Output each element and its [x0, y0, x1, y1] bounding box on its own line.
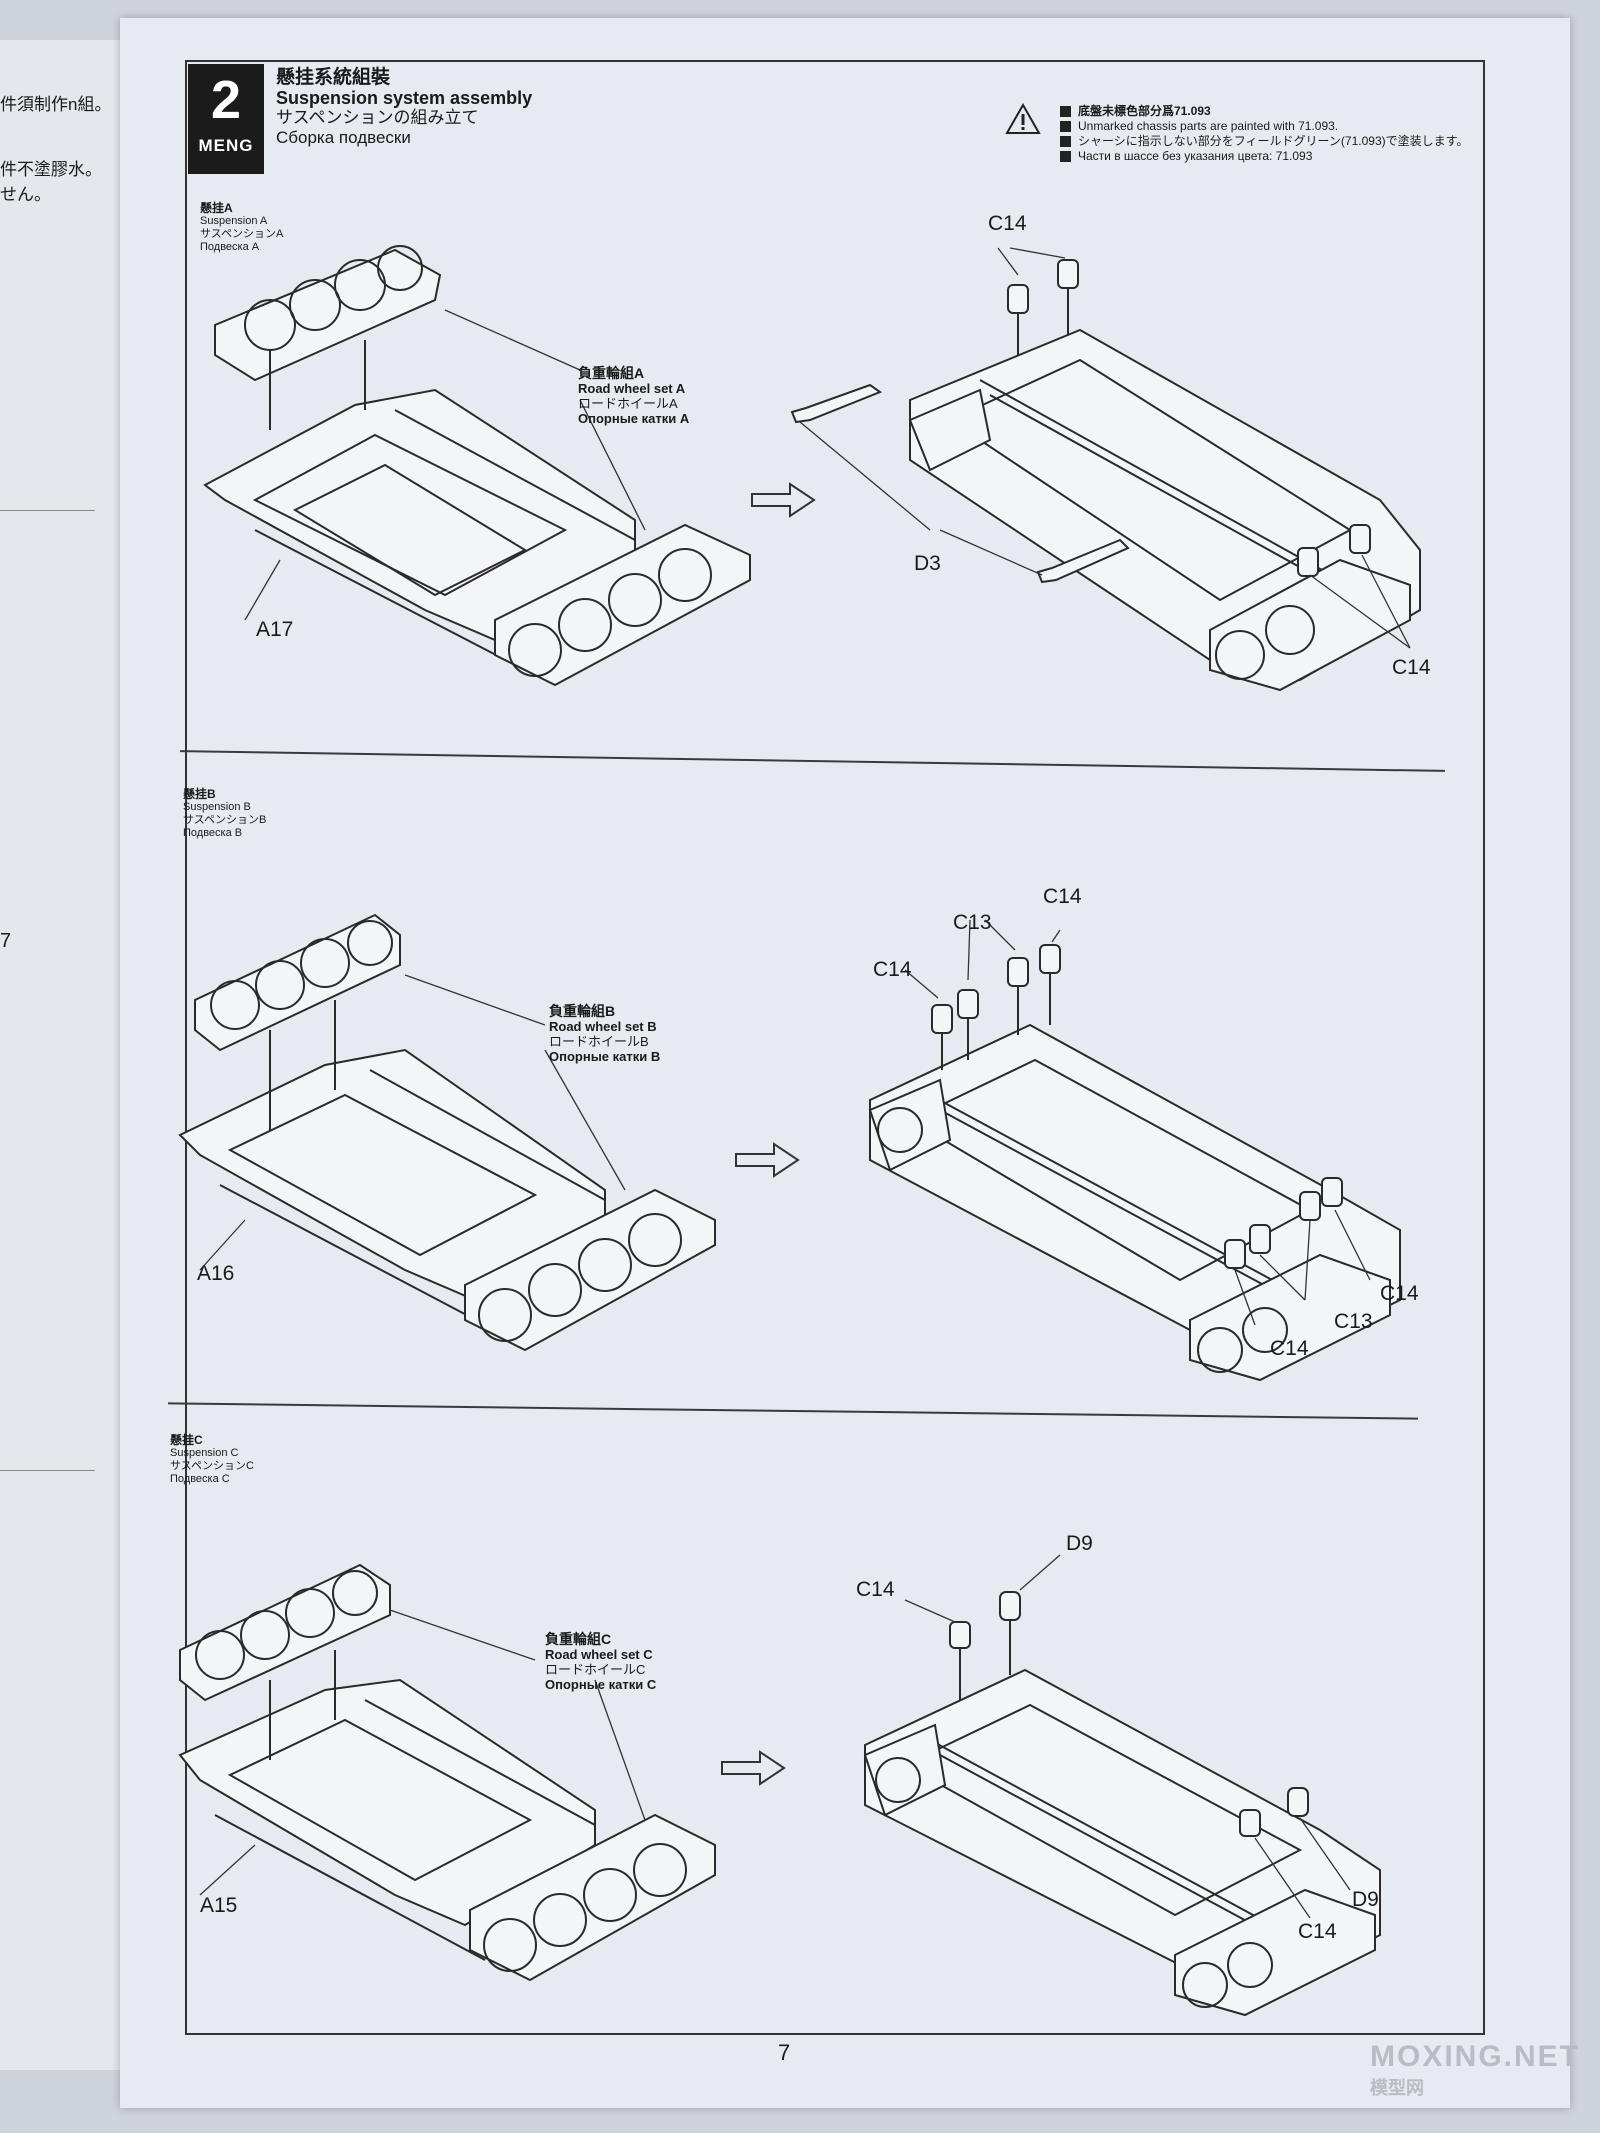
- arrow-icon: [721, 1750, 786, 1786]
- left-page-line-2: 件不塗膠水。: [0, 160, 102, 179]
- part-callout-d3: D3: [914, 552, 941, 575]
- page-number: 7: [778, 2040, 791, 2065]
- part-callout-a16: A16: [197, 1262, 235, 1285]
- part-callout-c13: C13: [1334, 1310, 1373, 1333]
- chassis-drawing-c-assembled: [863, 1554, 1381, 2017]
- left-page-rule: [0, 510, 95, 511]
- left-page-number-fragment: 7: [0, 930, 12, 952]
- chassis-drawing-a-assembled: [790, 247, 1421, 692]
- step-title: 懸挂系統組裝 Suspension system assembly サスペンショ…: [276, 68, 532, 148]
- title-chinese: 懸挂系統組裝: [276, 67, 391, 88]
- chassis-drawing-c: [178, 1563, 716, 1982]
- subassembly-label-b: 負重輪組B Road wheel set B ロードホイールB Опорные …: [549, 1003, 661, 1065]
- arrow-icon: [751, 482, 816, 518]
- title-english: Suspension system assembly: [276, 88, 533, 108]
- part-callout-d9: D9: [1352, 1888, 1379, 1911]
- title-russian: Сборка подвески: [276, 128, 411, 147]
- warning-icon: [1005, 103, 1041, 134]
- road-wheel-set-a-top: [214, 245, 442, 382]
- part-callout-a17: A17: [256, 618, 294, 641]
- subassembly-label-a: 負重輪組A Road wheel set A ロードホイールA Опорные …: [578, 365, 690, 427]
- part-callout-c14: C14: [856, 1578, 895, 1601]
- part-callout-d9: D9: [1066, 1532, 1093, 1555]
- part-callout-c14: C14: [873, 958, 912, 981]
- page-frame: [185, 60, 1485, 2035]
- left-page-line-3: せん。: [0, 185, 51, 204]
- subassembly-label-c: 負重輪組C Road wheel set C ロードホイールC Опорные …: [545, 1631, 657, 1693]
- paint-note-en: Unmarked chassis parts are painted with …: [1060, 119, 1468, 134]
- title-japanese: サスペンションの組み立て: [276, 108, 479, 127]
- part-d3: [790, 383, 1130, 584]
- arrow-icon: [735, 1142, 800, 1178]
- watermark-text: MOXING.NET: [1370, 2040, 1581, 2073]
- section-label-c: 懸挂C Suspension C サスペンションC Подвеска C: [170, 1433, 254, 1486]
- step-badge: 2 MENG: [188, 64, 264, 174]
- part-c14-d9: [949, 1591, 1309, 1837]
- brand-logo: MENG: [198, 136, 254, 155]
- road-wheel-set-a-bottom: [494, 523, 751, 687]
- paint-note-ru: Части в шассе без указания цвета: 71.093: [1060, 149, 1468, 164]
- part-callout-c14: C14: [1043, 885, 1082, 908]
- chassis-drawing-b: [178, 913, 716, 1352]
- left-page-line-1: 件須制作n組。: [0, 95, 112, 114]
- watermark-subtext: 模型网: [1370, 2078, 1424, 2098]
- section-label-b: 懸挂B Suspension B サスペンションB Подвеска B: [183, 787, 267, 840]
- paint-note: 底盤未標色部分爲71.093 Unmarked chassis parts ar…: [1060, 104, 1468, 164]
- chassis-drawing-a: [203, 245, 751, 687]
- chassis-drawing-b-assembled: [868, 919, 1401, 1382]
- part-c13-c14: [931, 944, 1343, 1269]
- part-callout-c14: C14: [1392, 656, 1431, 679]
- part-callout-c14: C14: [1380, 1282, 1419, 1305]
- paint-note-jp: シャーシに指示しない部分をフィールドグリーン(71.093)で塗装します。: [1060, 134, 1468, 149]
- watermark: MOXING.NET 模型网: [1370, 2040, 1580, 2100]
- section-label-a: 懸挂A Suspension A サスペンションA Подвеска A: [200, 201, 284, 254]
- part-callout-c14: C14: [988, 212, 1027, 235]
- left-page-rule: [0, 1470, 95, 1471]
- paint-note-zh: 底盤未標色部分爲71.093: [1060, 104, 1468, 119]
- part-callout-a15: A15: [200, 1894, 238, 1917]
- part-callout-c14: C14: [1298, 1920, 1337, 1943]
- part-callout-c13: C13: [953, 911, 992, 934]
- part-c14: [1007, 259, 1371, 577]
- step-number: 2: [210, 70, 242, 130]
- part-callout-c14: C14: [1270, 1337, 1309, 1360]
